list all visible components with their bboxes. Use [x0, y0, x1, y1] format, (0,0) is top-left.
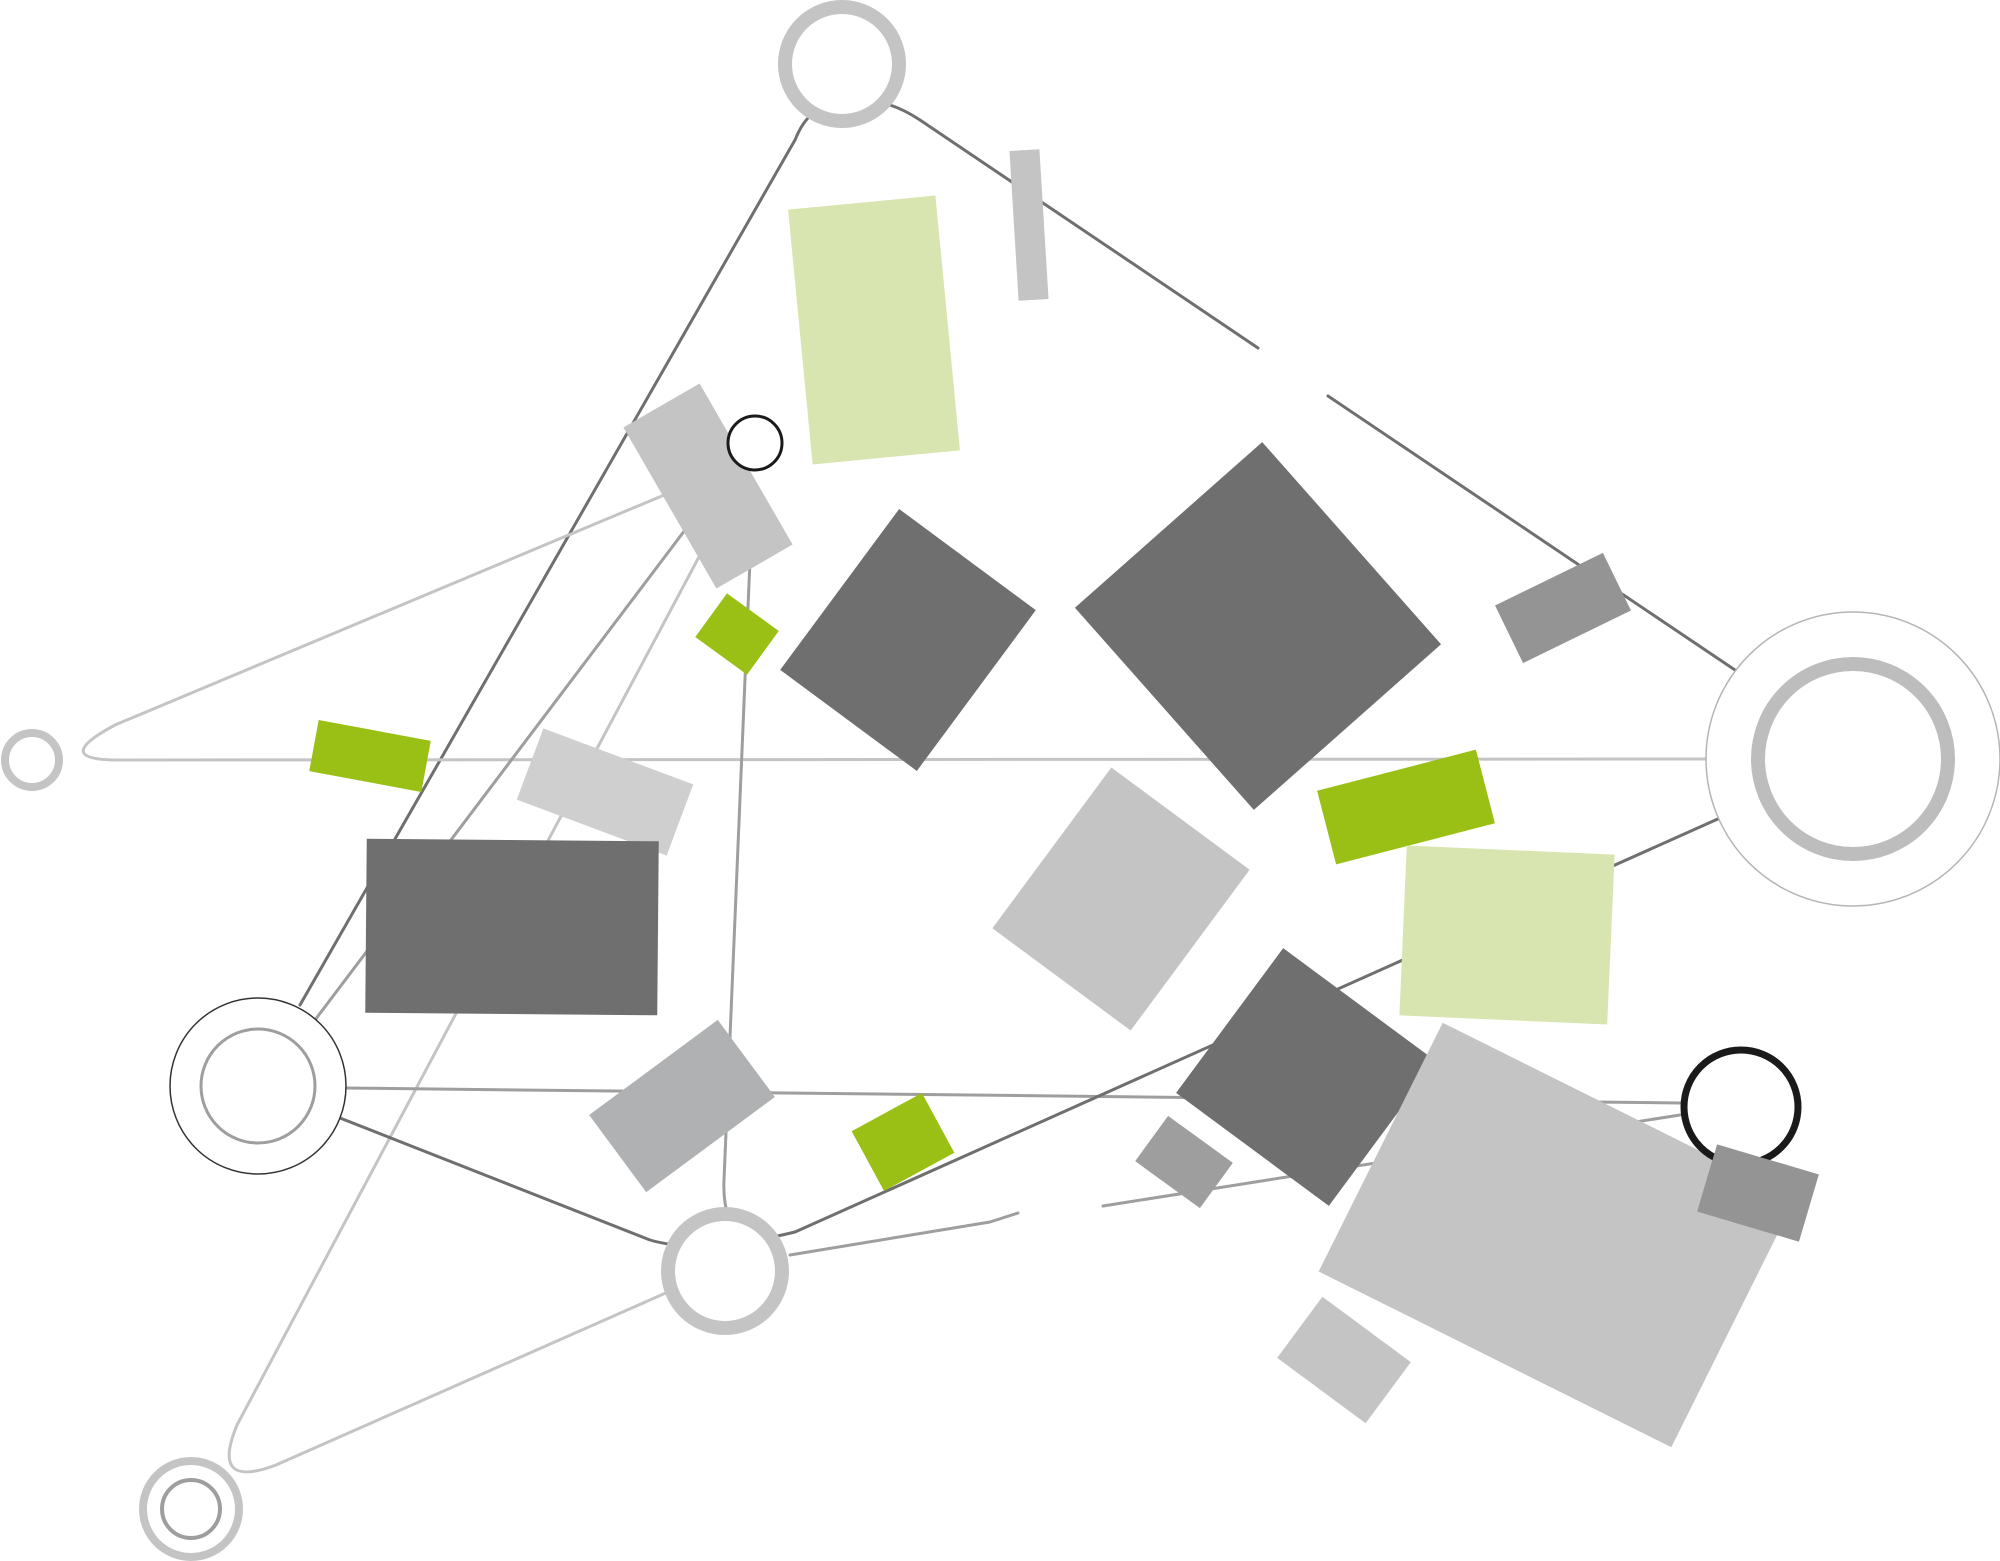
node-left-large — [169, 997, 347, 1175]
node-left-small — [1, 729, 63, 791]
connector-node-small-to-bottom-left — [227, 553, 702, 1474]
block-dark-diamond-lower — [1176, 948, 1436, 1206]
block-thin-gray-top — [1009, 149, 1049, 301]
block-gray-large-lower-right — [1318, 1022, 1796, 1448]
block-lime-right — [1317, 749, 1495, 865]
block-gray-tilted-upper-left — [623, 383, 793, 589]
node-top — [778, 0, 906, 128]
block-pale-green-right — [1399, 845, 1615, 1025]
block-gray-small-bottom — [1277, 1296, 1411, 1424]
connector-bottom-center-to-right-black-a — [788, 1211, 1020, 1257]
block-lime-left — [309, 720, 431, 792]
block-gray-diamond-center — [992, 767, 1250, 1031]
block-dark-diamond-left — [780, 509, 1036, 771]
block-light-gray-left — [516, 728, 694, 856]
block-pale-green-top — [788, 195, 960, 465]
block-lime-small-upper — [695, 593, 779, 675]
blocks — [309, 149, 1819, 1448]
block-dark-diamond-large — [1074, 442, 1442, 810]
block-gray-small-lower — [1135, 1115, 1233, 1209]
node-right-black — [1680, 1046, 1802, 1168]
block-gray-small-right-overlay — [1697, 1144, 1819, 1242]
connector-left-small-to-right-large — [81, 478, 1709, 762]
block-gray-bottom-left — [589, 1019, 775, 1193]
block-gray-right-upper — [1495, 552, 1631, 664]
block-lime-bottom — [851, 1093, 955, 1191]
connector-top-to-right-large-a — [888, 103, 1260, 350]
node-right-large — [1705, 611, 2000, 907]
connector-top-to-right-large-b — [1326, 394, 1737, 672]
node-bottom-center — [661, 1207, 789, 1335]
node-bottom-left — [139, 1457, 243, 1561]
block-dark-rect-left — [365, 838, 659, 1016]
node-small-black — [726, 414, 784, 472]
